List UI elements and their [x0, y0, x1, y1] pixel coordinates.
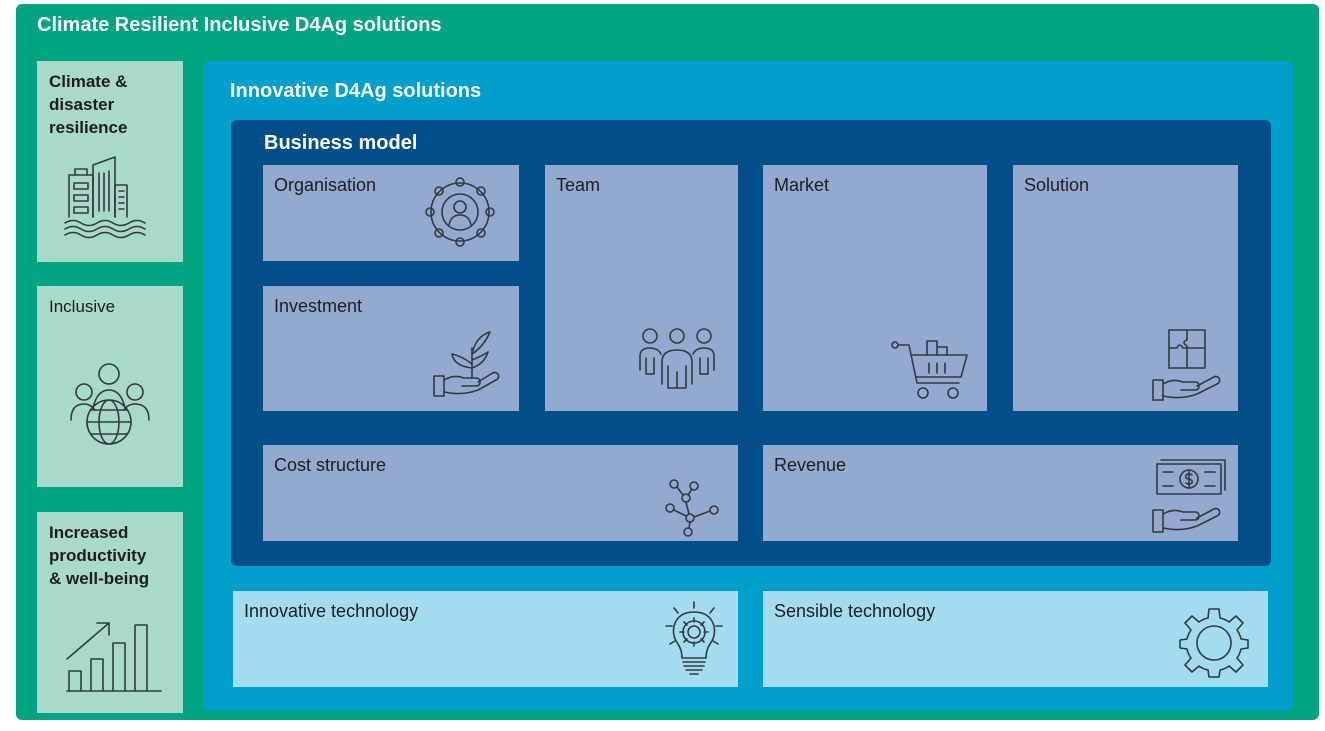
- card-solution: Solution: [1013, 165, 1238, 411]
- inclusive-label: Inclusive: [49, 297, 116, 316]
- team-people-icon: [636, 326, 718, 390]
- hand-money-icon: [1151, 458, 1231, 538]
- inclusive-box: Inclusive: [37, 286, 183, 487]
- card-investment: Investment: [263, 286, 519, 411]
- business-model-title: Business model: [264, 132, 418, 154]
- card-organisation-label: Organisation: [274, 175, 377, 195]
- hand-plant-icon: [432, 328, 504, 400]
- card-market: Market: [763, 165, 987, 411]
- node-graph-icon: [664, 478, 724, 538]
- productivity-box: Increased productivity & well-being: [37, 512, 183, 713]
- flooded-buildings-icon: [63, 155, 153, 239]
- gear-icon: [1178, 607, 1250, 679]
- innovative-solutions-title: Innovative D4Ag solutions: [230, 80, 482, 102]
- climate-resilience-label: Climate & disaster resilience: [49, 72, 128, 137]
- card-team-label: Team: [556, 175, 601, 195]
- card-market-label: Market: [774, 175, 830, 195]
- shopping-cart-icon: [891, 333, 971, 403]
- card-team: Team: [545, 165, 738, 411]
- innovative-technology-label: Innovative technology: [244, 601, 419, 621]
- productivity-label: Increased productivity & well-being: [49, 523, 150, 588]
- organisation-network-icon: [424, 176, 496, 248]
- card-cost-structure: Cost structure: [263, 445, 738, 541]
- sensible-technology-box: Sensible technology: [763, 591, 1268, 687]
- card-solution-label: Solution: [1024, 175, 1090, 195]
- growth-chart-icon: [65, 619, 162, 699]
- card-revenue-label: Revenue: [774, 455, 847, 475]
- climate-resilience-box: Climate & disaster resilience: [37, 61, 183, 262]
- lightbulb-gear-icon: [664, 600, 724, 680]
- card-cost-structure-label: Cost structure: [274, 455, 387, 475]
- sensible-technology-label: Sensible technology: [774, 601, 936, 621]
- innovative-technology-box: Innovative technology: [233, 591, 738, 687]
- card-organisation: Organisation: [263, 165, 519, 261]
- card-investment-label: Investment: [274, 296, 363, 316]
- hand-puzzle-icon: [1151, 328, 1231, 404]
- people-globe-icon: [67, 362, 153, 446]
- card-revenue: Revenue: [763, 445, 1238, 541]
- climate-resilient-title: Climate Resilient Inclusive D4Ag solutio…: [37, 14, 442, 36]
